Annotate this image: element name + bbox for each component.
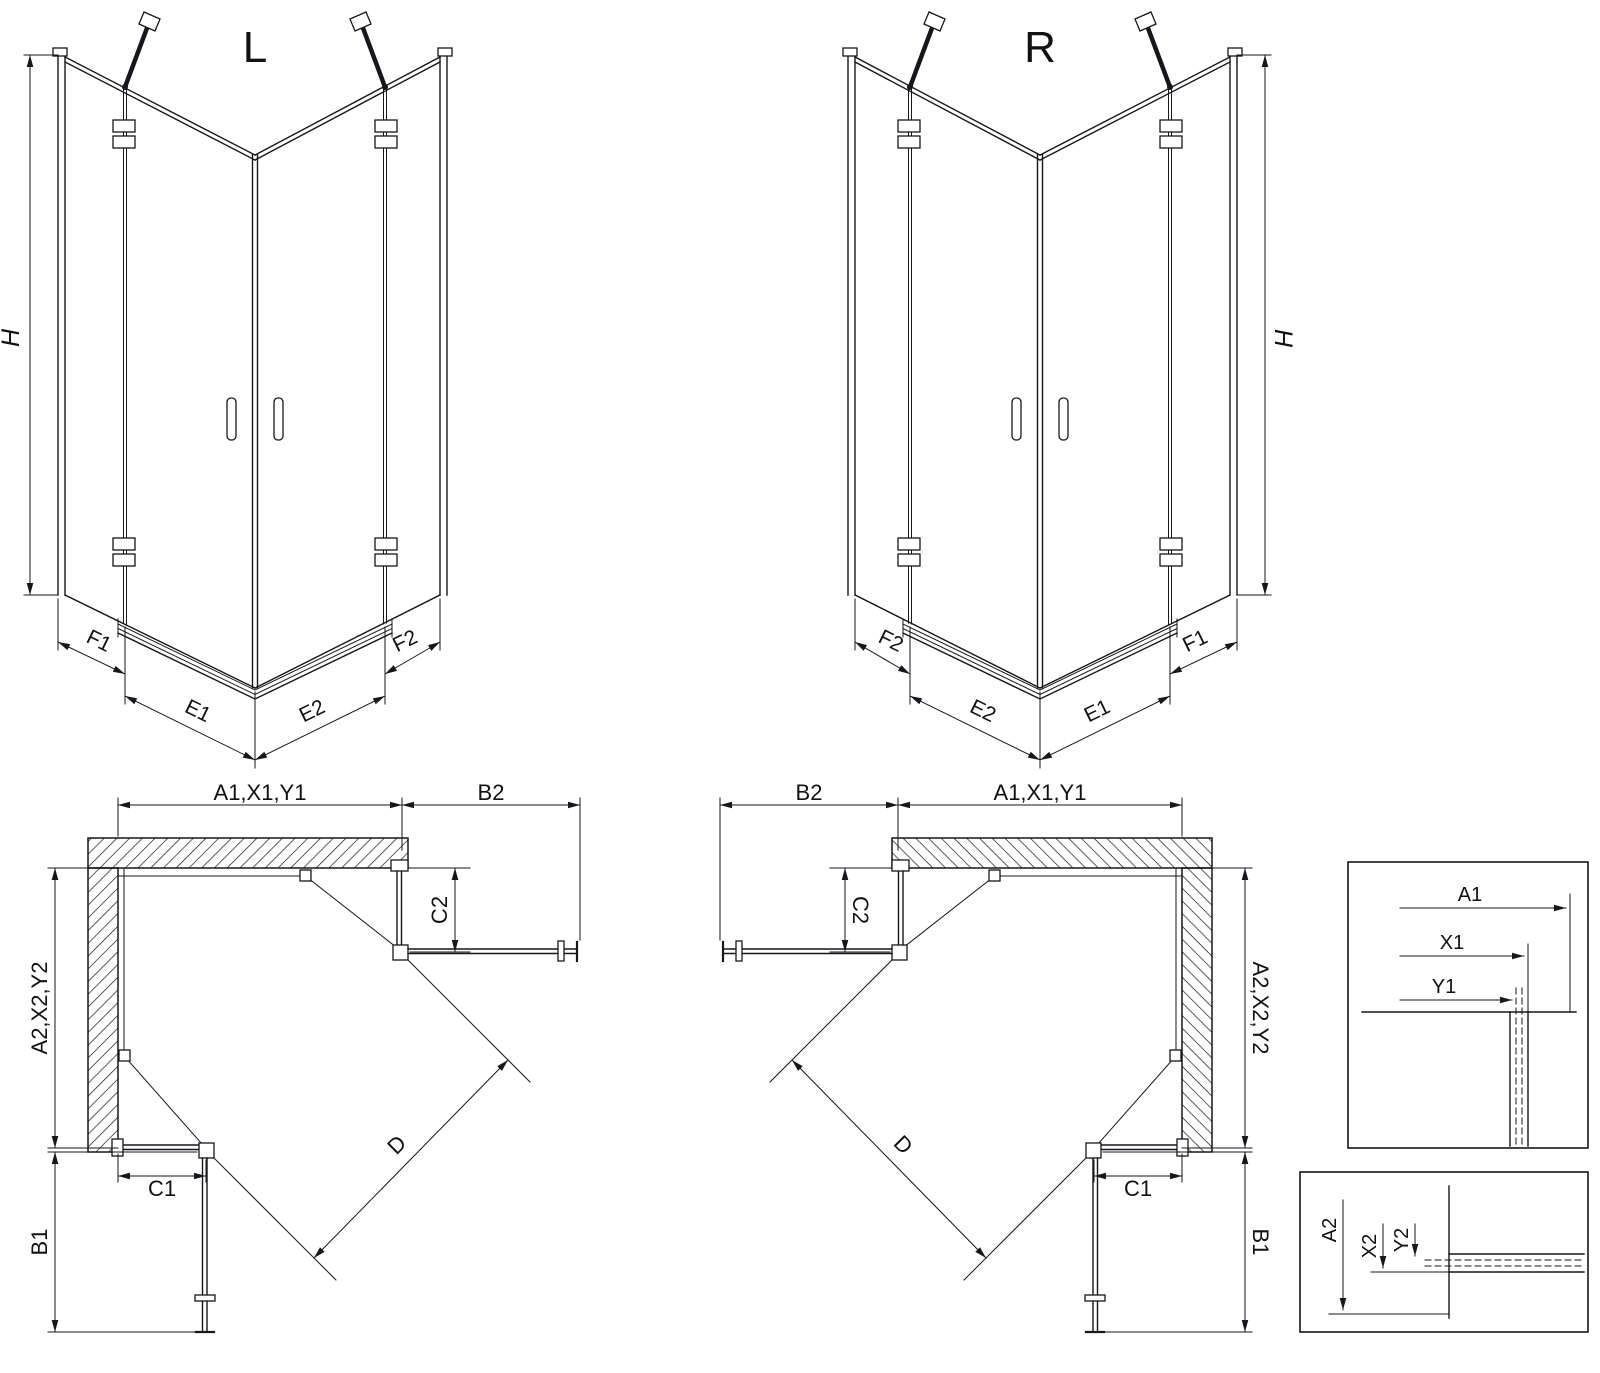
dim-label-f1: F1 [83,625,115,656]
dim-label-c1: C1 [1124,1176,1152,1201]
dim-label-f2: F2 [875,625,907,656]
detail-label-x1: X1 [1440,932,1464,954]
dim-label-a2x2y2: A2,X2,Y2 [1248,962,1273,1055]
dim-label-a2x2y2: A2,X2,Y2 [27,962,52,1055]
dim-label-a1x1y1: A1,X1,Y1 [994,780,1087,805]
plan-view-right-labels: A1,X1,Y1 B2 C2 A2,X2,Y2 B1 C1 D [796,780,1273,1255]
dim-label-c2: C2 [427,896,452,924]
perspective-right-graphic [843,12,1271,768]
dim-label-f1: F1 [1179,625,1211,656]
dim-label-b1: B1 [27,1229,52,1256]
dim-label-f2: F2 [389,625,421,656]
dim-label-d: D [889,1130,918,1159]
variant-label-left: L [243,23,267,72]
dim-label-a1x1y1: A1,X1,Y1 [214,780,307,805]
dim-label-c2: C2 [848,896,873,924]
detail-arrows [1399,893,1571,1013]
detail-view-horizontal: A1 X1 Y1 [1347,861,1589,1149]
dim-label-e2: E2 [966,695,999,727]
perspective-view-right-labels: R H F1 E1 E2 F2 [875,23,1297,727]
plan-view-left-labels: A1,X1,Y1 B2 C2 A2,X2,Y2 B1 C1 D [27,780,504,1255]
detail-label-a1: A1 [1458,884,1482,906]
perspective-view-left-labels: L H F1 E1 E2 F2 [0,23,421,727]
height-label: H [0,328,25,347]
dim-label-b2: B2 [478,780,505,805]
height-label: H [1269,329,1297,348]
plan-left-graphic [48,798,580,1332]
dim-label-b1: B1 [1248,1229,1273,1256]
dim-label-d: D [382,1130,411,1159]
dim-label-e1: E1 [181,695,214,727]
dim-label-e1: E1 [1081,695,1114,727]
detail-label-x2: X2 [1359,1234,1381,1258]
detail-label-y2: Y2 [1391,1228,1413,1252]
dim-label-c1: C1 [148,1176,176,1201]
dim-label-b2: B2 [796,780,823,805]
detail-label-a2: A2 [1319,1218,1341,1242]
plan-right-graphic [720,798,1252,1332]
perspective-left-graphic [24,12,452,768]
dim-label-e2: E2 [296,695,329,727]
detail-view-vertical: A2 X2 Y2 [1299,1171,1589,1333]
detail-arrows [1328,1199,1450,1315]
variant-label-right: R [1024,23,1056,72]
detail-label-y1: Y1 [1432,976,1456,998]
